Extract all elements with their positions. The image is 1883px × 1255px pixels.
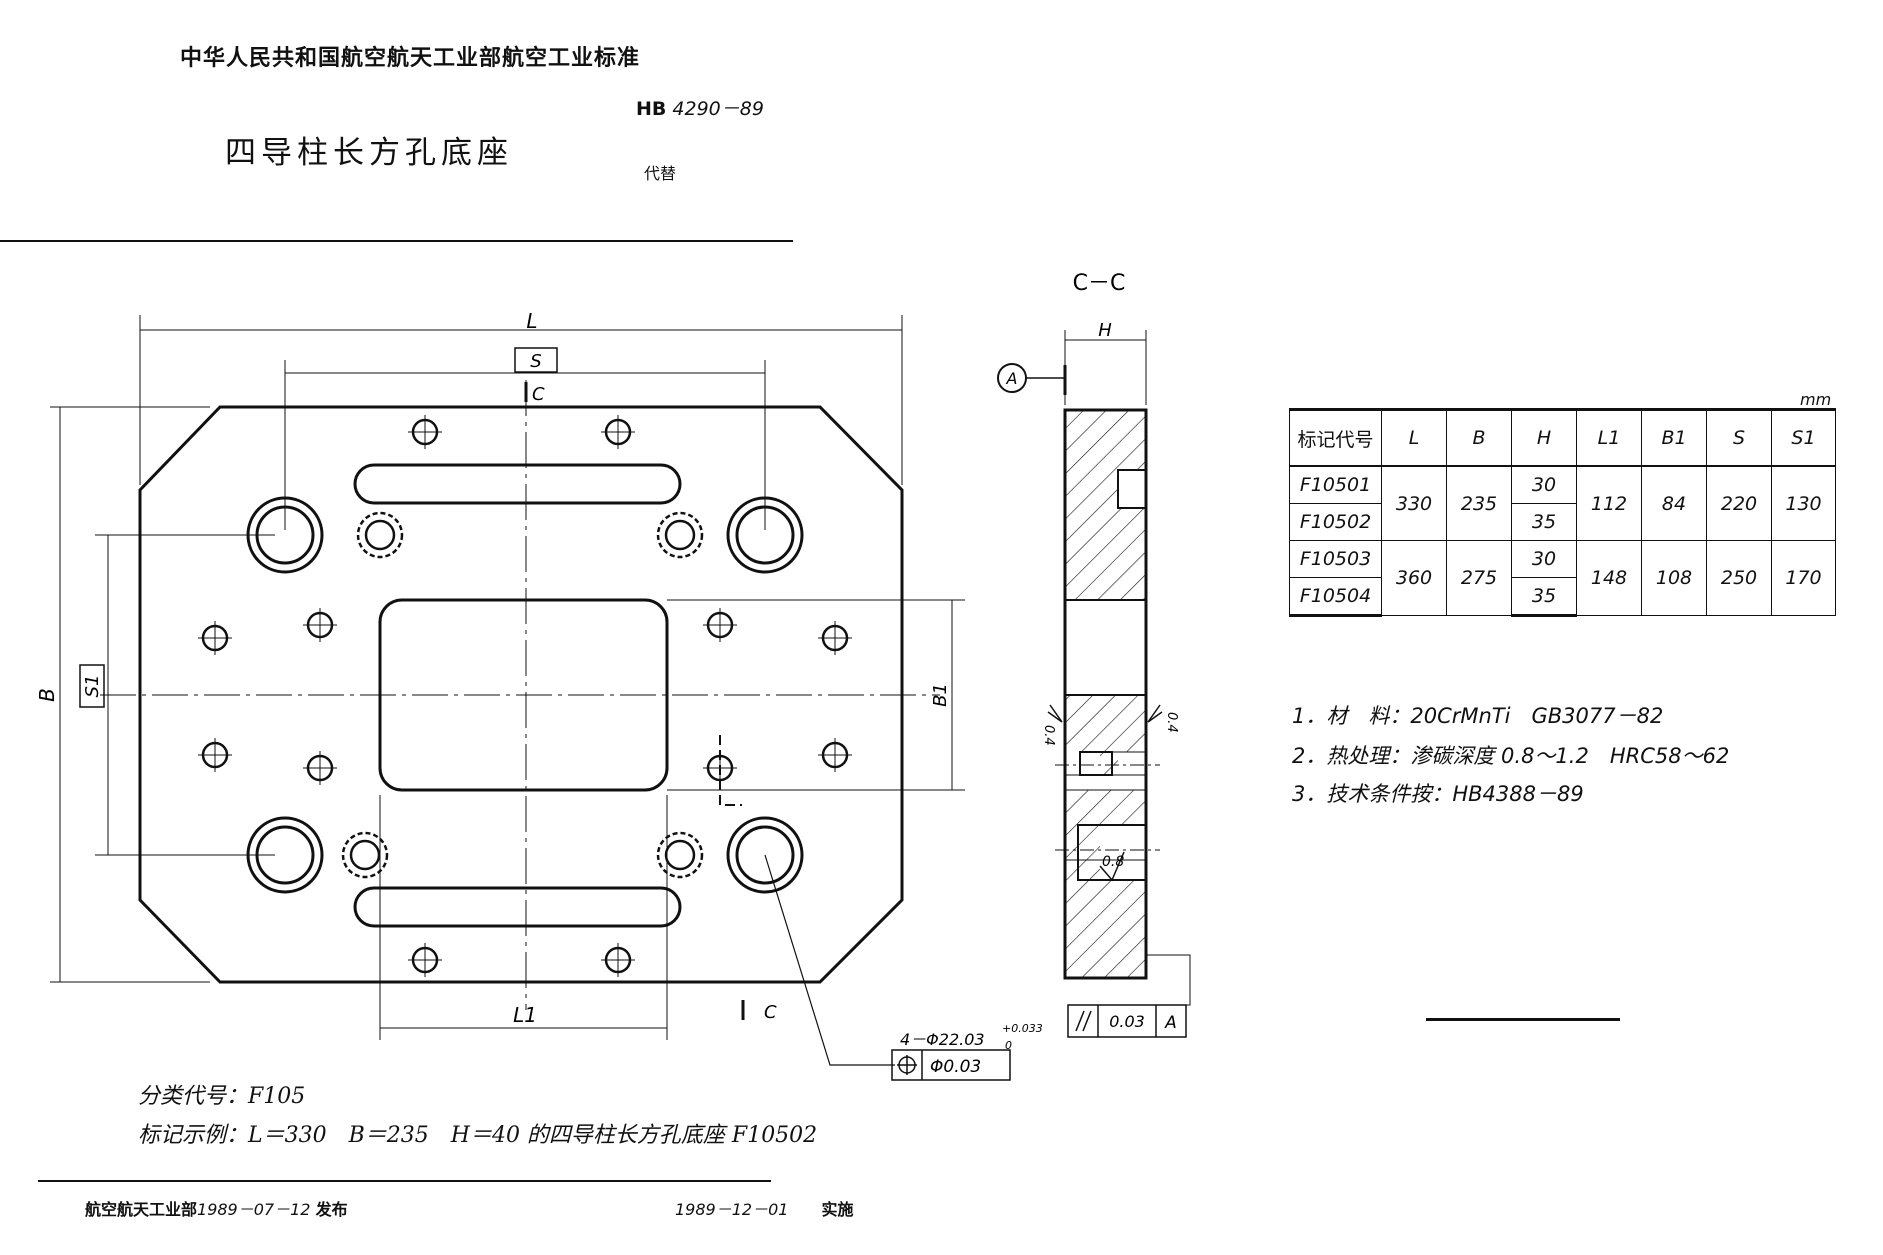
col-S1: S1	[1771, 409, 1836, 467]
roughness-08: 0.8	[1102, 854, 1124, 870]
replaces-label: 代替	[644, 164, 677, 183]
col-L: L	[1381, 409, 1447, 467]
hole-tol-lower: 0	[1005, 1039, 1012, 1052]
col-H: H	[1511, 409, 1577, 467]
dim-H-label: H	[1098, 320, 1112, 341]
col-L1: L1	[1576, 409, 1642, 467]
footer-issue-date: 1989－07－12	[197, 1200, 311, 1219]
spec-table: 标记代号 L B H L1 B1 S S1 F10501 330 235 30 …	[1289, 408, 1836, 617]
base-plate-outline	[138, 405, 904, 984]
position-tol-value: Φ0.03	[930, 1057, 981, 1077]
cell-L1: 112	[1576, 465, 1642, 541]
table-header-row: 标记代号 L B H L1 B1 S S1	[1289, 409, 1836, 467]
table-row: F10501 330 235 30 112 84 220 130	[1289, 465, 1836, 541]
dim-S1-label: S1	[82, 675, 103, 698]
footer-rule	[38, 1180, 771, 1182]
dowel-holes	[341, 511, 704, 879]
roughness-left: 0.4	[1041, 725, 1056, 746]
requirement-item: 2．热处理：渗碳深度 0.8～1.2 HRC58～62	[1292, 744, 1730, 768]
dim-S-label: S	[530, 351, 541, 372]
footer-issue-word: 发布	[315, 1200, 348, 1219]
document-title: 四导柱长方孔底座	[225, 135, 513, 171]
roughness-right: 0.4	[1164, 712, 1179, 733]
cell-H: 35	[1511, 577, 1577, 617]
cell-code: F10504	[1289, 577, 1382, 617]
dim-L1-label: L1	[513, 1003, 537, 1027]
footer-effective-word: 实施	[821, 1200, 854, 1219]
footer-effective: 1989－12－01 实施	[675, 1196, 854, 1220]
cell-S1: 130	[1771, 465, 1836, 541]
cell-L: 330	[1381, 465, 1447, 541]
issuing-org: 中华人民共和国航空航天工业部航空工业标准	[180, 46, 641, 71]
dim-B1-label: B1	[930, 683, 951, 707]
dim-L-label: L	[526, 309, 537, 333]
standard-code: 4290－89	[672, 98, 764, 120]
cell-code: F10503	[1289, 540, 1382, 578]
slot-bottom	[353, 886, 682, 928]
cell-H: 30	[1511, 540, 1577, 578]
cell-H: 30	[1511, 465, 1577, 504]
col-B: B	[1446, 409, 1512, 467]
footer-effective-date: 1989－12－01	[675, 1200, 789, 1219]
cell-S1: 170	[1771, 540, 1836, 616]
parallel-tolerance-frame	[1067, 1004, 1187, 1038]
table-row: F10504 35	[1289, 577, 1836, 617]
parallel-datum: A	[1164, 1013, 1177, 1033]
section-mark-top: C	[532, 384, 545, 405]
standard-prefix: HB	[636, 98, 667, 120]
cell-S: 220	[1706, 465, 1772, 541]
center-rectangular-hole	[378, 598, 669, 792]
section-mark-bottom: C	[764, 1002, 777, 1023]
cell-code: F10501	[1289, 465, 1382, 504]
slot-top	[353, 463, 682, 505]
parallel-tol-value: 0.03	[1109, 1012, 1145, 1031]
footer-issuer: 航空航天工业部	[85, 1200, 198, 1219]
section-view	[997, 330, 1191, 1038]
header-rule	[0, 240, 793, 242]
cell-L1: 148	[1576, 540, 1642, 616]
cell-B: 275	[1446, 540, 1512, 616]
col-S: S	[1706, 409, 1772, 467]
table-row: F10503 360 275 30 148 108 250 170	[1289, 540, 1836, 616]
cell-H: 35	[1511, 503, 1577, 541]
col-B1: B1	[1641, 409, 1707, 467]
cell-code: F10502	[1289, 503, 1382, 541]
dim-S-box	[514, 347, 558, 373]
cell-B: 235	[1446, 465, 1512, 541]
dim-S1-box	[79, 664, 105, 708]
unit-label: mm	[1800, 390, 1832, 409]
datum-A-label: A	[1006, 369, 1018, 388]
section-title: C－C	[1073, 271, 1126, 296]
table-row: F10502 35	[1289, 503, 1836, 541]
cell-B1: 84	[1641, 465, 1707, 541]
footer-issue: 航空航天工业部1989－07－12 发布	[85, 1196, 348, 1220]
short-rule	[1426, 1018, 1620, 1021]
marking-example: 标记示例：L＝330 B＝235 H＝40 的四导柱长方孔底座 F10502	[138, 1123, 818, 1148]
col-code: 标记代号	[1289, 409, 1382, 467]
cell-L: 360	[1381, 540, 1447, 616]
position-tolerance-frame	[891, 1049, 1011, 1081]
dim-B-label: B	[35, 688, 59, 702]
classification-code: 分类代号：F105	[138, 1084, 306, 1109]
hole-tol-upper: +0.033	[1002, 1022, 1043, 1035]
requirement-item: 3．技术条件按：HB4388－89	[1292, 782, 1584, 806]
cell-S: 250	[1706, 540, 1772, 616]
plan-view	[50, 315, 1011, 1081]
hole-spec: 4－Φ22.03	[900, 1030, 985, 1049]
cell-B1: 108	[1641, 540, 1707, 616]
requirement-item: 1．材 料：20CrMnTi GB3077－82	[1292, 704, 1664, 728]
